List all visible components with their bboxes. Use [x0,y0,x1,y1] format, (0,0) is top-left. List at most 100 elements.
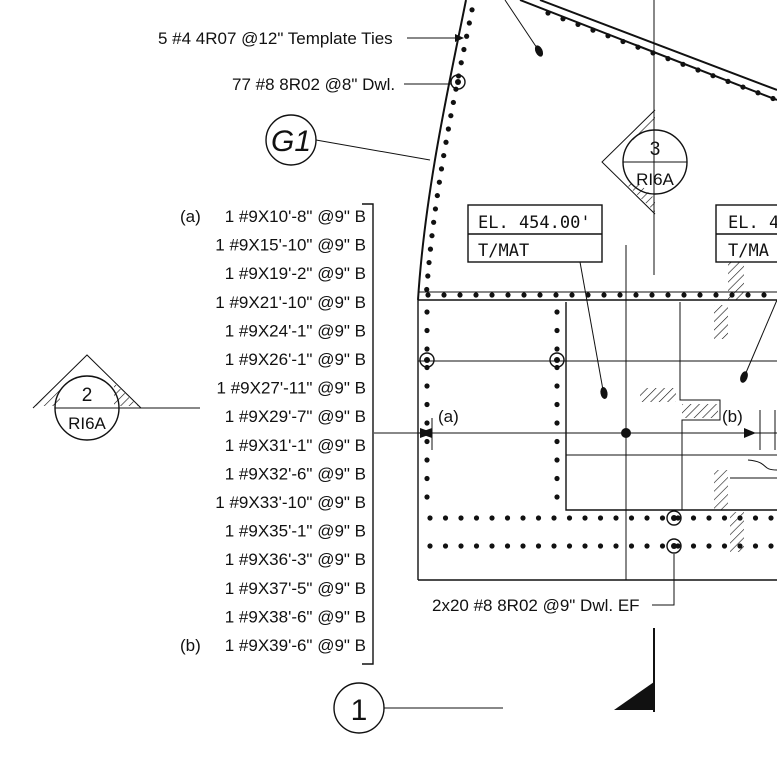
rebar-dot [680,61,686,67]
rebar-dot [466,20,472,26]
schedule-bracket [362,203,374,665]
rebar-dot [469,7,475,13]
rebar-dot [697,292,703,298]
rebar-dot [424,327,430,334]
rebar-dot [448,113,454,119]
rebar-dot [429,233,435,239]
rebar-dot [613,543,619,549]
rebar-dot [489,543,495,549]
rebar-dot [473,292,479,298]
rebar-dot [737,543,743,549]
svg-text:RI6A: RI6A [68,414,106,433]
rebar-dot [438,166,445,172]
rebar-dot [442,543,449,549]
rebar-dot [553,292,559,298]
rebar-dot [659,515,666,521]
dowel-rings [419,74,682,554]
section-cut-triangle [614,682,654,710]
rebar-dot [644,515,650,521]
svg-text:G1: G1 [271,125,311,158]
rebar-dot [424,286,430,293]
rebar-dot [665,56,671,62]
rebar-dot [650,50,656,56]
rebar-dot [424,494,430,500]
rebar-dot [441,152,447,159]
hatch-pit-step-2 [682,404,718,418]
rebar-dot [681,292,687,298]
rebar-dot [424,438,430,445]
pit-break [747,459,777,471]
elevation-tag-2: EL. 4 T/MA [715,204,777,263]
schedule-row: 1 #9X27'-11" @9" B [217,379,366,398]
svg-text:RI6A: RI6A [636,170,674,189]
rebar-dot [545,10,551,16]
pit-outline [565,302,777,511]
schedule-row: 1 #9X39'-6" @9" B [225,636,366,655]
rebar-dot [690,515,697,521]
rebar-dot [737,515,743,521]
schedule-row: 1 #9X33'-10" @9" B [215,493,366,512]
rebar-dot [613,515,619,521]
rebar-dot [582,515,588,521]
dimension-arrow-left-2 [420,428,434,438]
pit-inner-line [679,302,721,510]
rebar-dot [649,292,655,298]
schedule-row: 1 #9X36'-3" @9" B [225,550,366,569]
rebar-dot [554,494,560,500]
rebar-dot [601,292,607,298]
section-marker-2: 2 RI6A [32,354,200,441]
rebar-dot [770,95,776,102]
rebar-dot [560,16,566,22]
rebar-dot [566,515,573,521]
rebar-dot [745,292,751,298]
span-label-b: (b) [722,407,743,426]
bar-schedule: (a)1 #9X10'-8" @9" B1 #9X15'-10" @9" B1 … [180,207,366,655]
rebar-dot [569,292,575,298]
rebar-dot [442,515,449,521]
rebar-dot [752,543,759,549]
rebar-dot [659,543,666,549]
rebar-dot [597,515,604,521]
leader-right [744,299,777,376]
rebar-dot [690,543,697,549]
rebar-dot [740,84,746,90]
rebar-dot [431,219,437,225]
schedule-row: 1 #9X15'-10" @9" B [215,236,366,255]
rebar-dot [597,543,604,549]
rebar-dot [457,292,463,298]
section-marker-3: 3 RI6A [601,109,688,215]
rebar-dot [554,401,560,408]
rebar-dot [445,126,451,132]
rebar-dot [554,457,560,463]
rebar-dot [434,192,440,199]
rebar-dot [473,543,480,549]
span-label-a: (a) [438,407,459,426]
schedule-row: 1 #9X32'-6" @9" B [225,464,366,483]
hatch-pit-step-1 [640,388,676,402]
svg-text:T/MAT: T/MAT [478,241,529,261]
rebar-dot [605,33,611,39]
rebar-dot [729,292,735,298]
rebar-dot [424,346,430,352]
grid-bubble-g1: G1 [265,114,431,166]
rebar-dot [520,543,526,549]
rebar-dot [617,292,623,298]
rebar-dot [554,420,560,426]
rebar-dot [461,46,467,53]
rebar-dot [635,44,641,50]
template-ties-arrow [455,34,464,42]
schedule-row: 1 #9X29'-7" @9" B [225,407,366,426]
rebar-dot [554,327,560,334]
rebar-dot [424,401,430,408]
rebar-dot [710,73,716,79]
rebar-dot [768,515,774,521]
rebar-dot [554,383,560,389]
rebar-dot [520,515,526,521]
rebar-dot [436,179,442,185]
dowels-bottom-callout: 2x20 #8 8R02 @9" Dwl. EF [432,596,640,615]
rebar-dot [554,438,560,445]
rebar-dot [551,543,557,549]
rebar-dot [551,515,557,521]
hatch-right-bottom [730,512,744,552]
